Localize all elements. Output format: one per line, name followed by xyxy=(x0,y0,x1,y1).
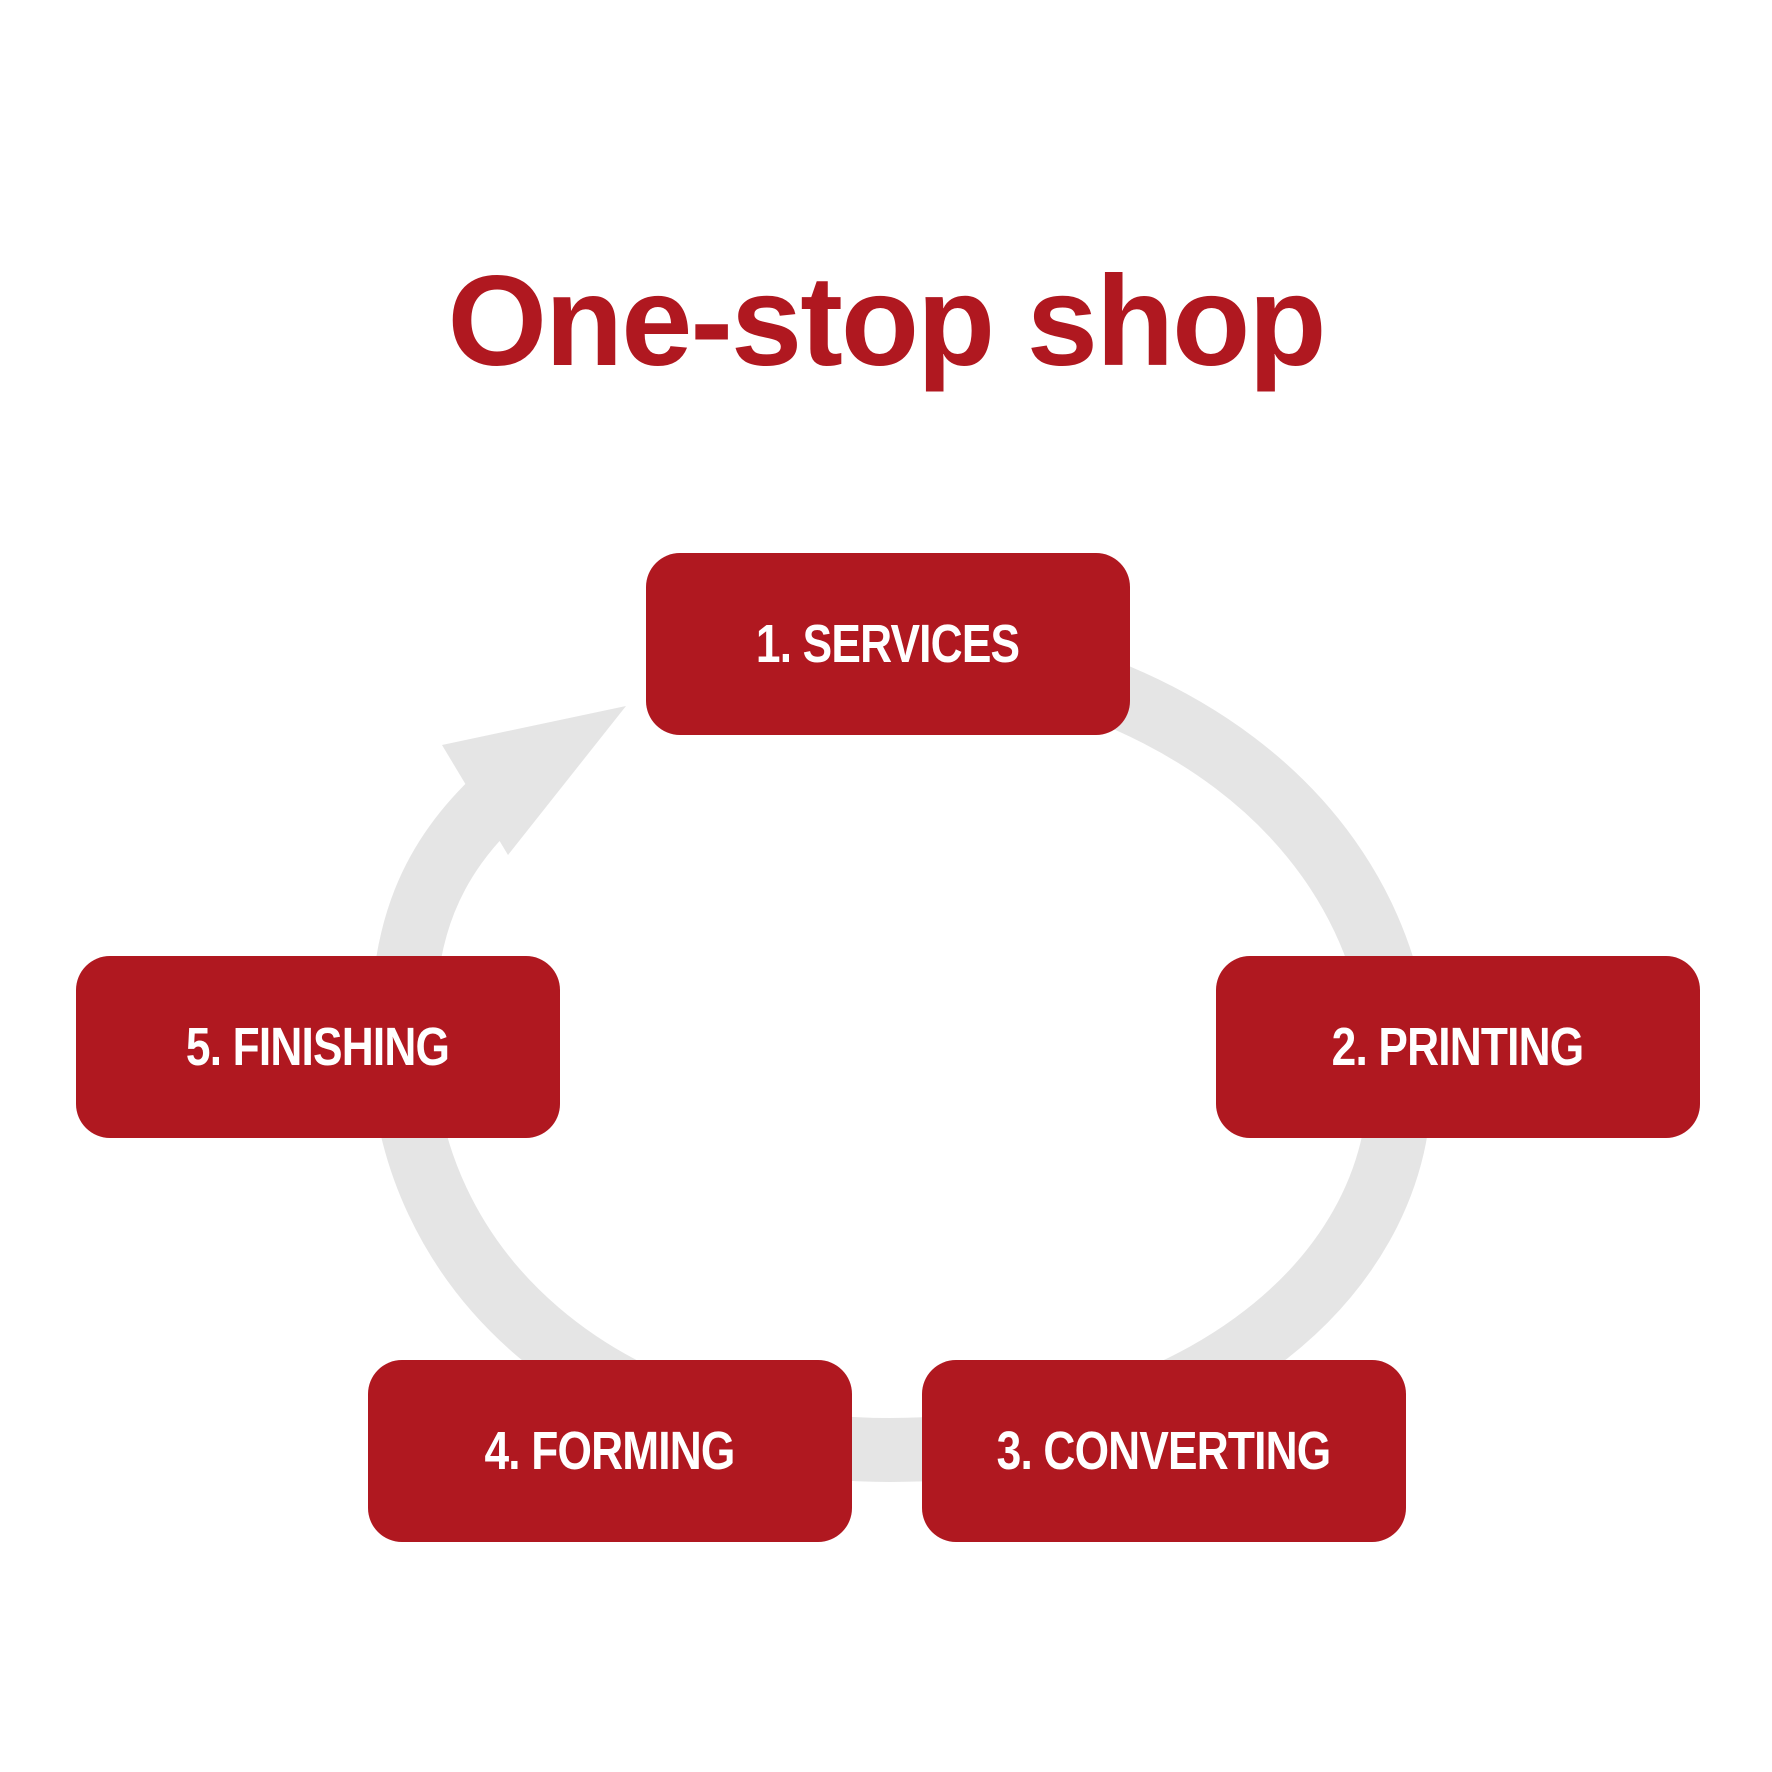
step-forming: 4. FORMING xyxy=(368,1360,852,1542)
step-forming-label: 4. FORMING xyxy=(484,1421,736,1481)
step-services-label: 1. SERVICES xyxy=(756,614,1020,674)
step-printing-label: 2. PRINTING xyxy=(1332,1017,1585,1077)
step-services: 1. SERVICES xyxy=(646,553,1130,735)
step-finishing-label: 5. FINISHING xyxy=(186,1017,450,1077)
cycle-arrowhead xyxy=(442,706,626,855)
step-converting-label: 3. CONVERTING xyxy=(997,1421,1332,1481)
step-converting: 3. CONVERTING xyxy=(922,1360,1406,1542)
page-title: One-stop shop xyxy=(447,250,1326,393)
step-printing: 2. PRINTING xyxy=(1216,956,1700,1138)
step-finishing: 5. FINISHING xyxy=(76,956,560,1138)
